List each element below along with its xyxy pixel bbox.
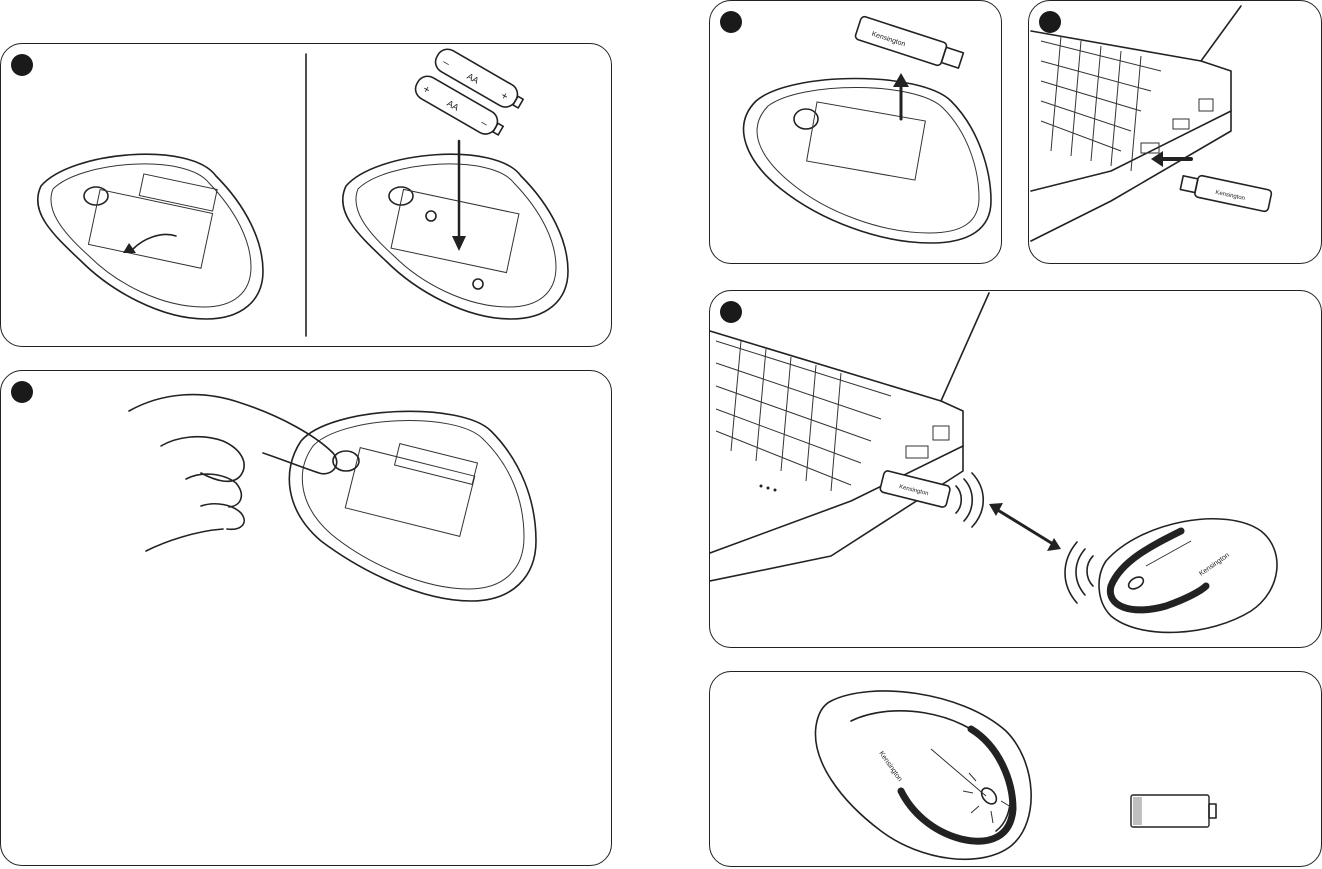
- line-art-stroke: [767, 487, 770, 490]
- line-art-stroke: [129, 395, 337, 474]
- line-art-stroke: [757, 87, 979, 233]
- line-art-stroke: [941, 47, 963, 68]
- usb-receiver-plug: Kensington: [1179, 172, 1272, 212]
- line-art-stroke: [774, 489, 777, 492]
- line-art-stroke: [760, 485, 763, 488]
- line-art-stroke: [88, 190, 212, 269]
- line-art-stroke: [716, 341, 891, 485]
- signal-waves-mouse: [1065, 542, 1093, 603]
- bidirectional-arrow: [989, 503, 1061, 551]
- hand-finger-press: [129, 395, 337, 551]
- line-art-stroke: [289, 411, 536, 601]
- wireless-mouse-led: Kensington: [815, 691, 1031, 859]
- line-art-stroke: [146, 529, 223, 551]
- step-3-panel: Kensington: [709, 0, 1002, 264]
- line-art-stroke: [1087, 556, 1093, 586]
- line-art-stroke: [1031, 31, 1231, 241]
- laptop: [710, 293, 989, 581]
- mouse-underside-right: AA – + AA + –: [343, 45, 568, 319]
- mouse-underside-connect: [289, 411, 536, 601]
- line-art-stroke: [473, 279, 483, 289]
- line-art-stroke: [345, 448, 474, 537]
- insert-arrow: [452, 236, 466, 251]
- step-4-illustration: Kensington: [1029, 1, 1322, 264]
- line-art-stroke: [1127, 575, 1146, 592]
- line-art-stroke: [1209, 804, 1216, 818]
- step-5-illustration: Kensington Kensington: [710, 291, 1322, 648]
- line-art-stroke: [1051, 36, 1141, 171]
- line-art-stroke: [906, 446, 928, 458]
- line-art-stroke: Kensington: [1198, 552, 1231, 578]
- line-art-stroke: [807, 102, 926, 180]
- step-1-illustration: AA – + AA + –: [1, 44, 612, 347]
- line-art-stroke: [302, 421, 524, 589]
- battery-level-fill: [1133, 797, 1142, 825]
- step-6-illustration: Kensington: [710, 672, 1322, 867]
- line-art-stroke: [1076, 549, 1085, 595]
- signal-waves-receiver: [956, 473, 983, 527]
- line-art-stroke: [1201, 6, 1241, 61]
- line-art-stroke: [851, 711, 1010, 831]
- line-art-stroke: [1041, 36, 1161, 171]
- step-2-illustration: [1, 371, 612, 866]
- line-art-stroke: [964, 479, 972, 521]
- line-art-stroke: [996, 509, 1053, 544]
- line-art-stroke: [129, 395, 536, 601]
- line-art-stroke: [933, 426, 949, 440]
- step-6-panel: Kensington: [709, 671, 1322, 867]
- line-art-stroke: [426, 211, 436, 221]
- line-art-stroke: [51, 164, 251, 307]
- line-art-stroke: [1110, 531, 1206, 610]
- line-art-stroke: [972, 473, 983, 527]
- wireless-mouse-top: Kensington: [1099, 519, 1277, 633]
- line-art-stroke: [38, 154, 263, 319]
- step-4-panel: Kensington: [1028, 0, 1322, 264]
- step-5-panel: Kensington Kensington: [709, 290, 1322, 648]
- line-art-stroke: [133, 234, 176, 249]
- line-art-stroke: [395, 444, 478, 485]
- line-art-stroke: Kensington: [877, 750, 903, 783]
- line-art-stroke: [1065, 542, 1077, 603]
- line-art-stroke: [1099, 519, 1277, 633]
- line-art-stroke: [979, 785, 1000, 807]
- line-art-stroke: [931, 749, 986, 796]
- step-3-illustration: Kensington: [710, 1, 1002, 264]
- line-art-stroke: [963, 773, 1011, 823]
- line-art-stroke: [956, 486, 961, 513]
- line-art-stroke: [356, 164, 556, 307]
- line-art-stroke: [84, 187, 108, 205]
- line-art-stroke: [1199, 99, 1213, 111]
- line-art-stroke: [1180, 176, 1198, 193]
- line-art-stroke: [1131, 795, 1209, 827]
- step-2-panel: [0, 370, 612, 866]
- line-art-stroke: [716, 341, 891, 491]
- line-art-stroke: [744, 79, 991, 244]
- line-art-stroke: [901, 729, 1013, 841]
- usb-receiver-loose: Kensington: [854, 16, 964, 72]
- line-art-stroke: [1173, 119, 1189, 129]
- line-art-stroke: [710, 331, 963, 581]
- step-1-panel: AA – + AA + –: [0, 43, 612, 347]
- mouse-underside-storage: [744, 73, 991, 243]
- mouse-underside-left: [38, 154, 263, 319]
- remove-arrow: [893, 73, 909, 87]
- line-art-stroke: [941, 293, 989, 401]
- led-glow-lines: [963, 773, 1011, 823]
- line-art-stroke: [201, 504, 244, 530]
- laptop-closeup: [1031, 6, 1241, 241]
- battery-low-icon: [1131, 795, 1216, 827]
- line-art-stroke: [989, 503, 1003, 516]
